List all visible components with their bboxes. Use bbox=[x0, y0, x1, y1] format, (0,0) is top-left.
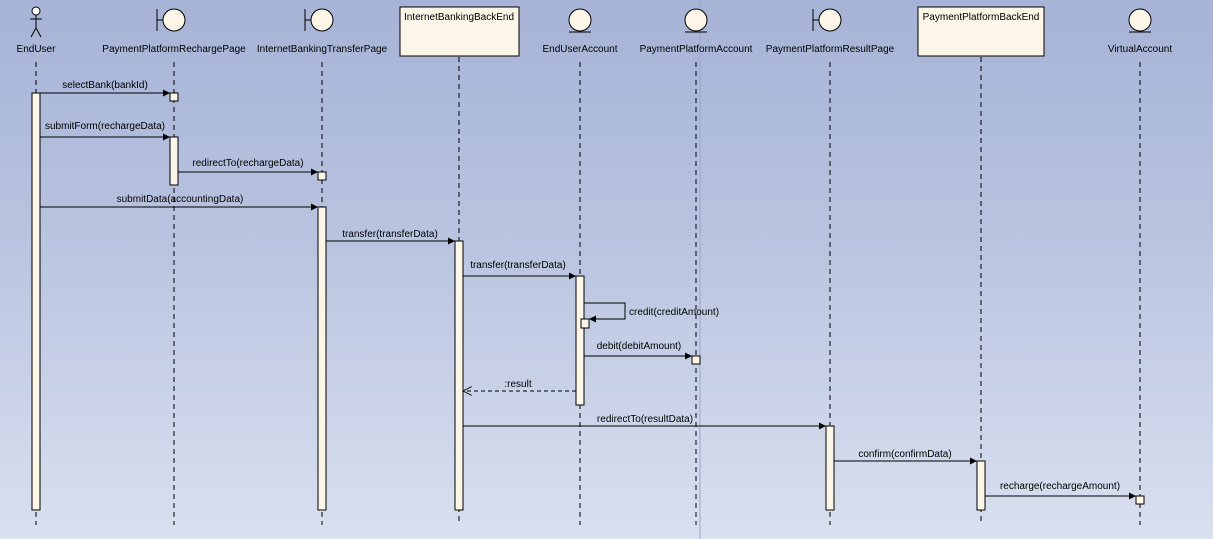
boundary-icon bbox=[304, 8, 334, 32]
message-label: transfer(transferData) bbox=[342, 229, 438, 240]
message-label: selectBank(bankId) bbox=[62, 80, 148, 91]
participant-enduser[interactable]: EndUser bbox=[17, 6, 57, 55]
message-selectbank[interactable]: selectBank(bankId) bbox=[40, 80, 170, 97]
activation-rechargepage[interactable] bbox=[169, 136, 179, 186]
entity-icon bbox=[1128, 8, 1152, 33]
activation-virtualaccount-small[interactable] bbox=[1135, 495, 1145, 505]
participant-label: PaymentPlatformRechargePage bbox=[102, 44, 246, 55]
message-label: redirectTo(rechargeData) bbox=[192, 158, 303, 169]
participant-box bbox=[917, 6, 1045, 57]
activation-platformbackend[interactable] bbox=[976, 460, 986, 511]
activation-transferpage-small[interactable] bbox=[317, 171, 327, 181]
participant-label: InternetBankingTransferPage bbox=[257, 44, 388, 55]
activation-useraccount-self[interactable] bbox=[580, 318, 590, 329]
message-arrow bbox=[584, 302, 626, 323]
participant-platformbackend[interactable]: PaymentPlatformBackEnd bbox=[917, 6, 1045, 57]
lifelines bbox=[35, 57, 1141, 525]
actor-icon bbox=[30, 6, 42, 38]
participant-rechargepage[interactable]: PaymentPlatformRechargePage bbox=[102, 8, 246, 55]
activation-resultpage[interactable] bbox=[825, 425, 835, 511]
activation-rechargepage-small[interactable] bbox=[169, 92, 179, 102]
participant-platformaccount[interactable]: PaymentPlatformAccount bbox=[640, 8, 753, 55]
participant-virtualaccount[interactable]: VirtualAccount bbox=[1108, 8, 1173, 55]
message-label: transfer(transferData) bbox=[470, 260, 566, 271]
activation-enduser[interactable] bbox=[31, 92, 41, 511]
message-label: confirm(confirmData) bbox=[858, 449, 951, 460]
participant-bankbackend[interactable]: InternetBankingBackEnd bbox=[399, 6, 520, 57]
messages: selectBank(bankId) submitForm(rechargeDa… bbox=[40, 80, 1136, 500]
activation-bankbackend[interactable] bbox=[454, 240, 464, 511]
entity-icon bbox=[684, 8, 708, 33]
participant-box bbox=[399, 6, 520, 57]
participant-useraccount[interactable]: EndUserAccount bbox=[542, 8, 618, 55]
message-confirm[interactable]: confirm(confirmData) bbox=[834, 449, 977, 465]
message-label: recharge(rechargeAmount) bbox=[1000, 481, 1120, 492]
message-transfer-1[interactable]: transfer(transferData) bbox=[326, 229, 455, 245]
entity-icon bbox=[568, 8, 592, 33]
participant-label: InternetBankingBackEnd bbox=[404, 12, 514, 23]
activation-useraccount[interactable] bbox=[575, 275, 585, 406]
participant-label: PaymentPlatformAccount bbox=[640, 44, 753, 55]
message-redirect-recharge[interactable]: redirectTo(rechargeData) bbox=[178, 158, 318, 176]
participant-label: EndUser bbox=[17, 44, 57, 55]
boundary-icon bbox=[156, 8, 186, 32]
participant-label: PaymentPlatformResultPage bbox=[766, 44, 895, 55]
message-redirect-result[interactable]: redirectTo(resultData) bbox=[463, 414, 826, 430]
message-debit[interactable]: debit(debitAmount) bbox=[584, 341, 692, 360]
message-label: redirectTo(resultData) bbox=[597, 414, 693, 425]
message-label: credit(creditAmount) bbox=[629, 307, 719, 318]
boundary-icon bbox=[812, 8, 842, 32]
activation-transferpage[interactable] bbox=[317, 206, 327, 511]
message-submitform[interactable]: submitForm(rechargeData) bbox=[40, 121, 170, 141]
message-label: submitData(accountingData) bbox=[117, 194, 244, 205]
message-recharge[interactable]: recharge(rechargeAmount) bbox=[985, 481, 1136, 500]
message-label: debit(debitAmount) bbox=[597, 341, 682, 352]
message-submitdata[interactable]: submitData(accountingData) bbox=[40, 194, 318, 211]
participant-label: VirtualAccount bbox=[1108, 44, 1173, 55]
message-result-return[interactable]: :result bbox=[463, 379, 576, 391]
participant-resultpage[interactable]: PaymentPlatformResultPage bbox=[766, 8, 895, 55]
message-label: submitForm(rechargeData) bbox=[45, 121, 165, 132]
message-credit[interactable]: credit(creditAmount) bbox=[584, 302, 719, 323]
participant-label: EndUserAccount bbox=[542, 44, 617, 55]
activation-platformaccount-small[interactable] bbox=[691, 355, 701, 365]
participant-transferpage[interactable]: InternetBankingTransferPage bbox=[257, 8, 388, 55]
participant-label: PaymentPlatformBackEnd bbox=[923, 12, 1040, 23]
activations bbox=[31, 92, 1145, 511]
message-label: :result bbox=[504, 379, 531, 390]
message-transfer-2[interactable]: transfer(transferData) bbox=[463, 260, 576, 280]
